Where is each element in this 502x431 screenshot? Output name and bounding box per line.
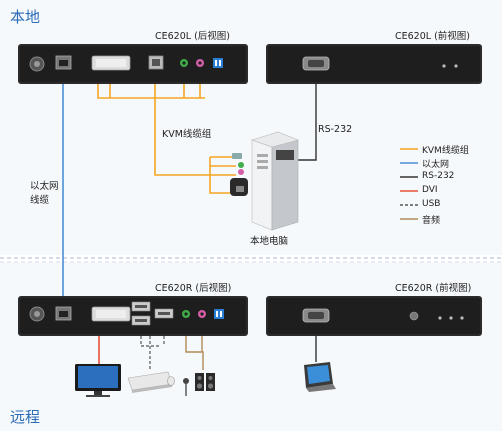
legend-label-kvm: KVM线缆组 [422,146,469,156]
legend-label-ethernet: 以太网 [422,160,450,170]
local-pc-label: 本地电脑 [250,236,289,247]
ce620r-rear-unit [18,296,248,336]
legend-label-audio: 音频 [422,216,441,226]
usb-cable-lines [140,336,165,370]
touch-screen-icon [304,362,336,392]
legend-label-usb: USB [422,199,441,209]
dip-switch-icon [213,58,223,68]
local-rear-label: CE620L (后视图) [155,31,230,42]
legend-label-rs232: RS-232 [422,171,455,181]
speakers-icon [195,373,215,391]
remote-section-title: 远程 [10,408,41,426]
ethernet-cable-label-2: 线缆 [30,195,50,206]
remote-front-label: CE620R (前视图) [395,283,472,294]
remote-rear-label: CE620R (后视图) [155,283,232,294]
ce620l-rear-unit [18,44,248,84]
rs232-label: RS-232 [318,124,353,135]
microphone-icon [183,378,189,396]
remote-button-icon [409,311,419,321]
remote-area [0,262,502,431]
kvm-cable-label: KVM线缆组 [162,129,212,140]
pc-connectors-icon [230,153,248,196]
keyboard-icon [127,371,173,393]
ethernet-cable-label-1: 以太网 [30,181,59,192]
local-front-label: CE620L (前视图) [395,31,470,42]
rs232-cable-line [292,84,317,161]
legend-swatches [400,148,418,220]
local-area [0,0,502,255]
legend-label-dvi: DVI [422,185,438,195]
mouse-icon [167,376,175,386]
ce620l-front-unit [266,44,482,84]
ce620r-front-unit [266,296,482,336]
monitor-icon [75,364,121,397]
local-section-title: 本地 [10,8,41,26]
remote-dip-switch-icon [214,309,224,319]
kvm-cable-lines [97,84,238,194]
audio-cable-lines [185,336,204,370]
local-pc-icon [251,131,299,231]
